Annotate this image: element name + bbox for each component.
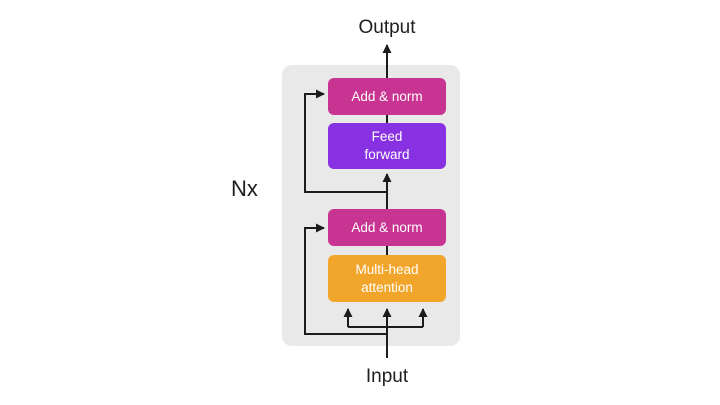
repeat-count-label: Nx: [231, 176, 258, 201]
block-feed-forward: Feed forward: [328, 123, 446, 169]
output-label: Output: [358, 17, 416, 38]
block-multi-head-attention: Multi-head attention: [328, 255, 446, 302]
input-label: Input: [365, 366, 409, 387]
block-add-norm-top: Add & norm: [328, 78, 446, 115]
block-add-norm-bottom: Add & norm: [328, 209, 446, 246]
